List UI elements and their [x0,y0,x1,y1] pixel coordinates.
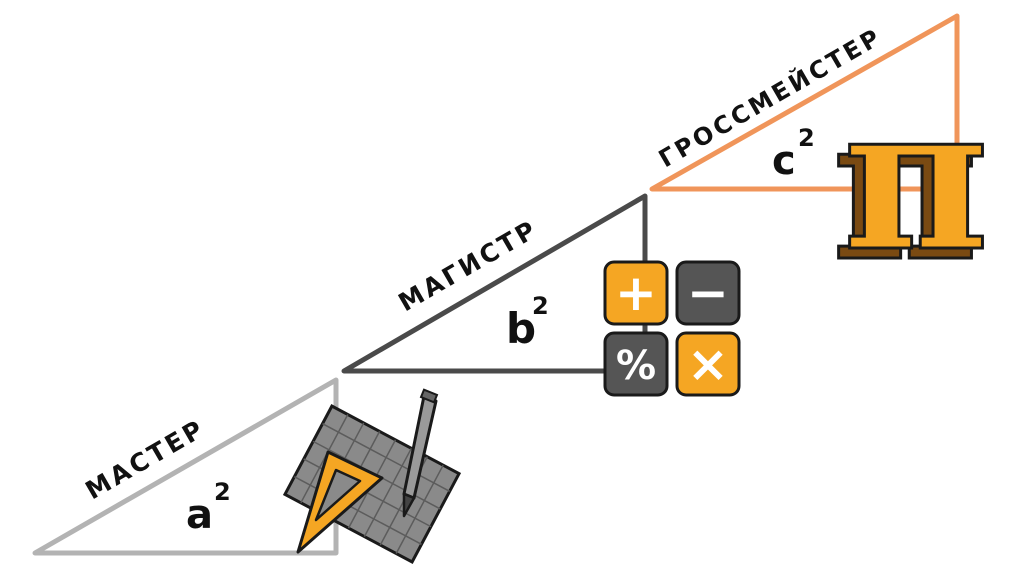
square-c: c 2 [772,124,815,184]
key-minus: − [675,260,741,326]
triangle-grossmeister [649,13,960,192]
square-b-exp: 2 [532,292,549,320]
key-percent-glyph: % [616,343,656,389]
square-a: a 2 [186,478,231,538]
drafting-tools-icon [282,388,462,564]
square-b: b 2 [506,292,549,353]
set-square-icon [296,450,384,554]
square-a-base: a [186,492,213,538]
key-times: × [675,331,741,397]
pi-symbol-face: π [843,61,989,296]
key-times-glyph: × [687,335,729,393]
pencil-icon [402,388,439,518]
square-b-base: b [506,304,536,353]
pi-symbol-icon: π π [830,60,990,308]
pi-symbol-shadow: π [832,71,978,306]
square-c-base: c [772,138,796,184]
calculator-keys-icon: + − % × [603,260,741,397]
key-percent: % [603,331,669,397]
square-c-exp: 2 [798,124,815,152]
key-plus-glyph: + [615,264,657,322]
key-minus-glyph: − [687,264,729,322]
key-plus: + [603,260,669,326]
square-a-exp: 2 [214,478,231,506]
triangle-magister [341,193,648,374]
